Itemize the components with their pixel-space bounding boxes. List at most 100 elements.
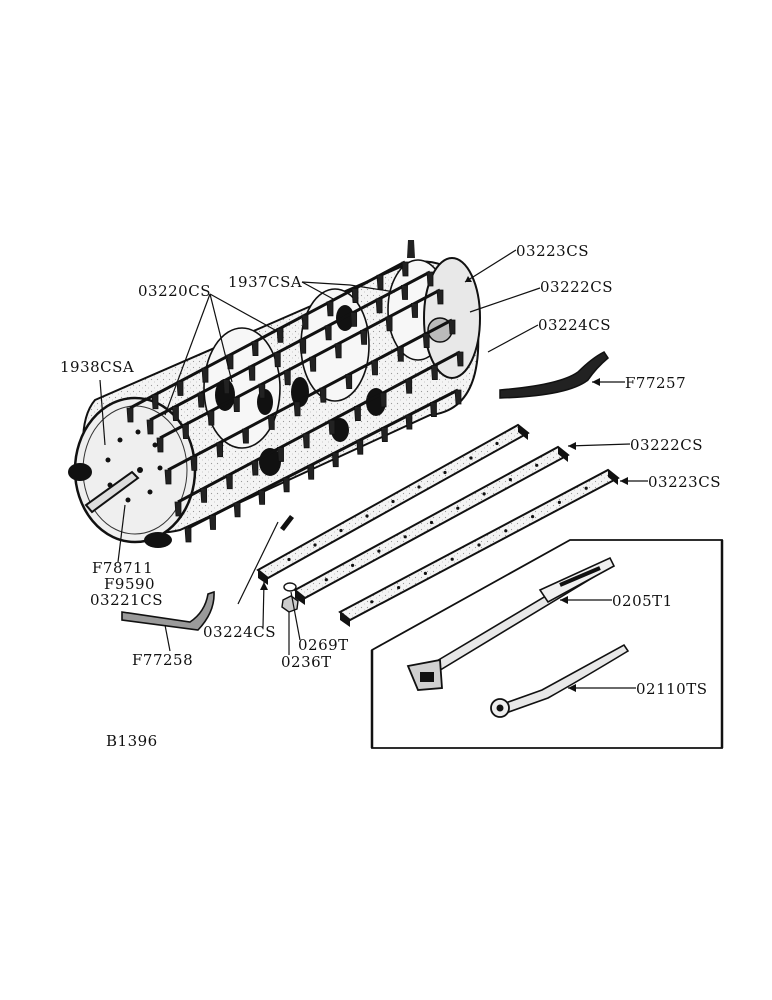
cylinder-shaft (84, 470, 140, 514)
rasp-tooth (350, 311, 358, 327)
bolt-hole (456, 506, 460, 510)
bolt-hole (495, 441, 499, 446)
rasp-tooth (407, 240, 415, 258)
bar-bolt-holes (287, 441, 588, 604)
rasp-tooth (334, 343, 342, 359)
bolt-hole (417, 485, 421, 489)
label-1937csa: 1937CSA (228, 273, 302, 291)
rasp-tooth (376, 274, 384, 290)
rasp-tooth (293, 401, 301, 417)
rasp-tooth (360, 329, 368, 345)
rasp-tooth (258, 489, 266, 505)
bolt-hole (287, 557, 291, 562)
rasp-tooth (232, 397, 240, 413)
bolt-hole (403, 535, 407, 539)
label-03222cs-top: 03222CS (540, 278, 613, 296)
rasp-tooth (197, 392, 205, 408)
rasp-tooth (326, 301, 334, 317)
rear-end-disc (423, 257, 481, 379)
rasp-tooth (207, 410, 215, 426)
bolt-hole (557, 500, 562, 504)
bolt-hole (423, 571, 427, 576)
part-wrench-0205t1 (406, 556, 616, 691)
rasp-bar (167, 318, 453, 472)
part-wrench-02110ts (490, 643, 630, 718)
rasp-tooth (385, 316, 393, 332)
rasp-bar (149, 270, 431, 422)
bolt-hole (531, 515, 535, 519)
rasp-tooth (448, 319, 456, 335)
bolt-hole (365, 514, 369, 518)
rasp-tooth (216, 442, 224, 458)
rasp-tooth (172, 406, 179, 421)
label-03221cs: 03221CS (90, 591, 163, 609)
part-labels: 03223CS 1937CSA 03222CS 03220CS 03224CS … (60, 242, 721, 750)
tool-box-frame (370, 539, 724, 749)
label-03223cs-bar: 03223CS (648, 473, 721, 491)
leader-arrowheads (260, 276, 628, 692)
rasp-tooth (299, 338, 307, 354)
rasp-tooth (354, 406, 361, 421)
bolt-hole (535, 463, 539, 467)
bolt-hole (339, 528, 343, 533)
rasp-tooth (379, 392, 387, 408)
bolt-hole (443, 470, 447, 475)
rasp-tooth (401, 261, 409, 277)
label-f78711: F78711 (92, 559, 153, 577)
rasp-tooth (345, 374, 353, 389)
rasp-tooth (126, 407, 134, 423)
rasp-bars (126, 240, 464, 543)
bolt-hole (450, 557, 454, 561)
rasp-tooth (258, 383, 266, 399)
rasp-tooth (324, 325, 332, 341)
rasp-tooth (405, 378, 413, 394)
rasp-tooth (456, 351, 464, 367)
rasp-tooth (331, 452, 339, 468)
rasp-bar (159, 288, 441, 440)
rasp-tooth (225, 474, 233, 490)
label-0205t1: 0205T1 (612, 592, 673, 610)
rasp-tooth (200, 487, 208, 503)
rasp-tooth (242, 428, 249, 444)
rasp-tooth (174, 501, 182, 517)
label-03224cs-bottom: 03224CS (203, 623, 276, 641)
rasp-tooth (307, 464, 315, 480)
rasp-bar (187, 388, 459, 530)
rasp-tooth (375, 298, 383, 314)
part-f77258 (121, 590, 215, 631)
disc-holes (105, 429, 163, 503)
rasp-tooth (351, 288, 359, 303)
rasp-tooth (283, 370, 291, 386)
rasp-tooth (164, 469, 172, 485)
bolt-hole (508, 478, 512, 482)
bolt-hole (313, 543, 317, 547)
part-bolt-small (280, 515, 294, 531)
rasp-tooth (309, 356, 317, 372)
rasp-tooth (273, 352, 281, 368)
label-03222cs-bar: 03222CS (630, 436, 703, 454)
rasp-tooth (146, 419, 154, 435)
bolt-hole (584, 486, 588, 490)
rasp-tooth (454, 389, 462, 405)
rasp-tooth (176, 381, 184, 396)
rasp-tooth (380, 427, 388, 443)
label-03224cs-top: 03224CS (538, 316, 611, 334)
disc-cutout-bottom (144, 532, 172, 548)
bolt-hole (351, 563, 355, 568)
rasp-tooth (319, 387, 327, 403)
rasp-tooth (328, 419, 336, 435)
rasp-tooth (267, 415, 275, 430)
rasp-tooth (356, 439, 364, 455)
part-f77257 (499, 351, 609, 399)
label-03223cs-top: 03223CS (516, 242, 589, 260)
bolt-hole (477, 543, 481, 547)
rasp-tooth (396, 346, 404, 362)
label-0269t: 0269T (298, 636, 349, 654)
rasp-tooth (190, 455, 198, 471)
label-0236t: 0236T (281, 653, 332, 671)
rasp-bar (177, 350, 461, 504)
rasp-tooth (222, 379, 230, 395)
disc-cutout-left (68, 463, 92, 481)
